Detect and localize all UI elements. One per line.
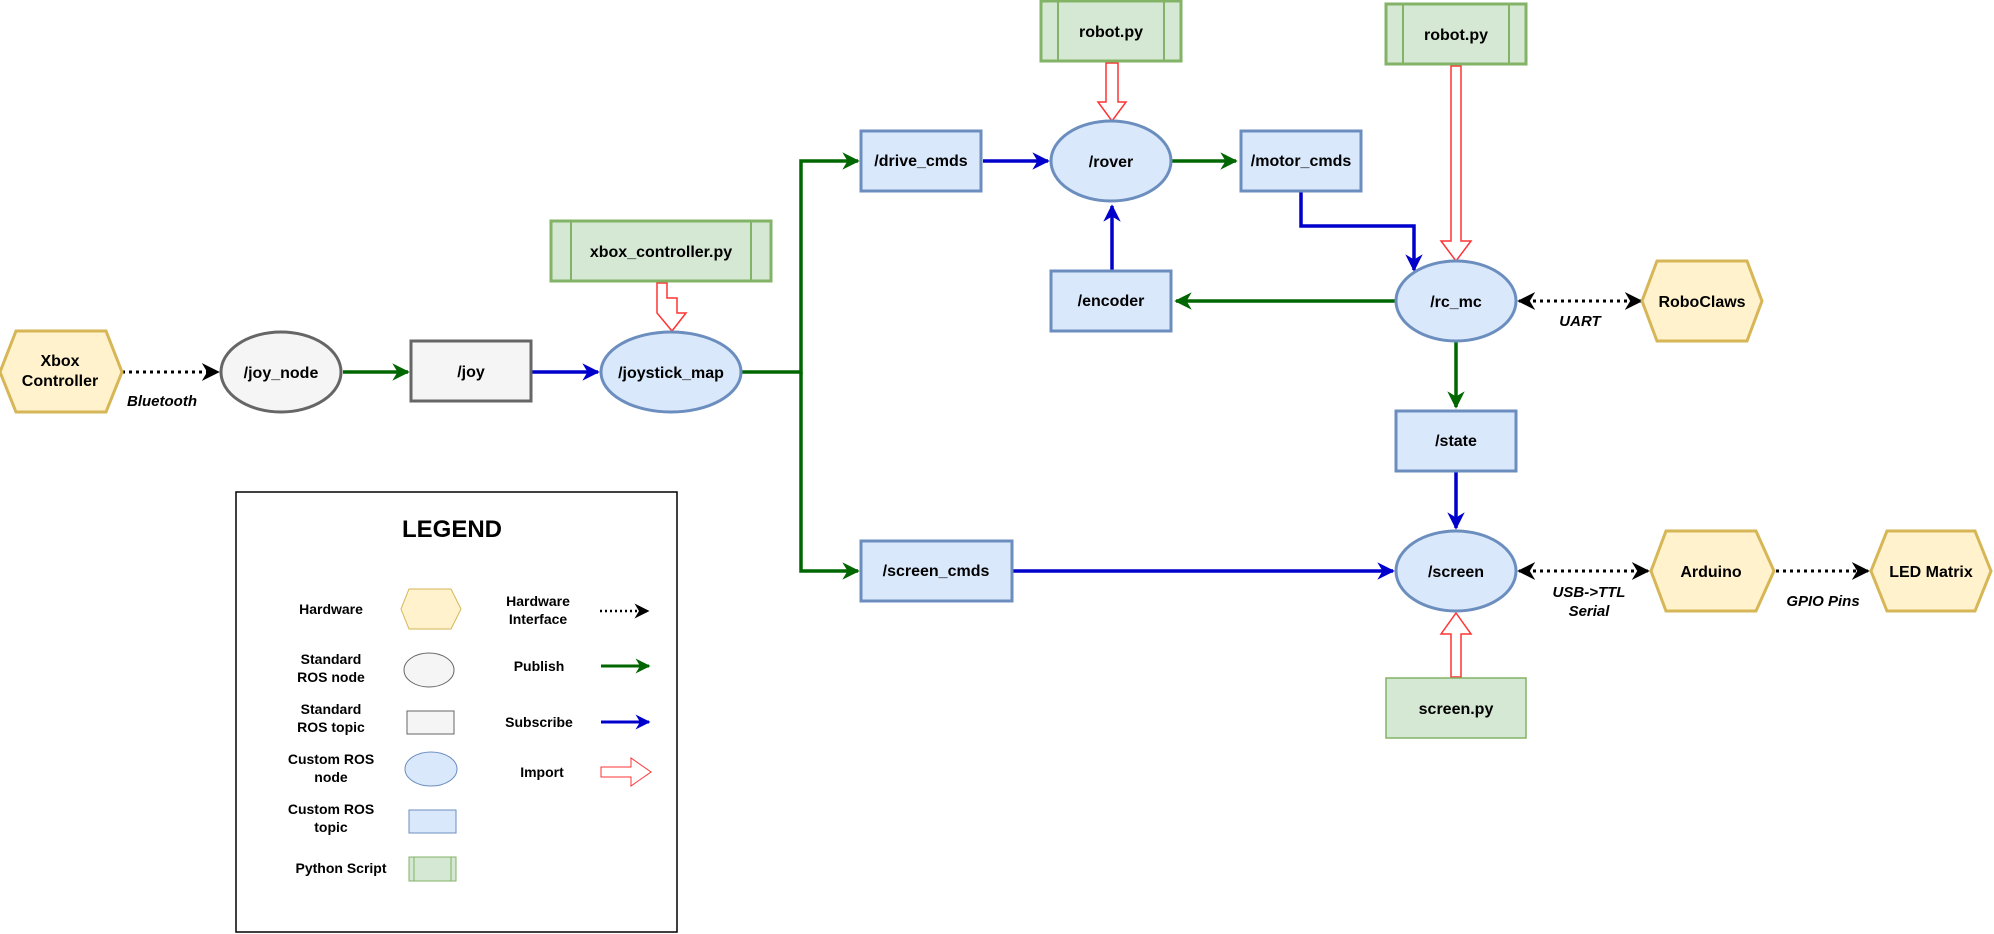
led-matrix-node: LED Matrix: [1869, 529, 1993, 613]
roboclaws-label: RoboClaws: [1658, 294, 1745, 311]
import-robot-py-rc-mc: [1439, 65, 1473, 263]
legend: LEGEND Hardware Standard ROS node Standa…: [235, 491, 678, 933]
import-xbox-controller-py: [656, 282, 688, 333]
legend-custom-topic-label-2: topic: [314, 819, 348, 835]
xbox-controller-node: Xbox Controller: [0, 329, 124, 414]
svg-text:Controller: Controller: [22, 373, 98, 390]
legend-custom-topic-label-1: Custom ROS: [288, 801, 374, 817]
import-robot-py-rover: [1096, 62, 1128, 123]
legend-custom-node-label-1: Custom ROS: [288, 751, 374, 767]
rover-node: /rover: [1049, 119, 1173, 203]
encoder-label: /encoder: [1078, 293, 1145, 310]
joystick-map-node: /joystick_map: [599, 330, 743, 414]
roboclaws-node: RoboClaws: [1640, 259, 1764, 343]
legend-standard-node-label-1: Standard: [301, 651, 362, 667]
usb-ttl-label-2: Serial: [1569, 603, 1611, 620]
bluetooth-label: Bluetooth: [127, 393, 197, 410]
legend-hardware-swatch: [400, 588, 462, 630]
legend-hw-interface-label-1: Hardware: [506, 593, 570, 609]
legend-subscribe-label: Subscribe: [505, 714, 573, 730]
robot-py-script-rc-mc: robot.py: [1384, 2, 1528, 66]
rover-label: /rover: [1089, 154, 1133, 171]
legend-publish-label: Publish: [514, 658, 565, 674]
screen-py-label: screen.py: [1419, 701, 1494, 718]
screen-node: /screen: [1394, 529, 1518, 613]
legend-standard-topic-label-1: Standard: [301, 701, 362, 717]
screen-py-script: screen.py: [1385, 677, 1527, 739]
screen-cmds-label: /screen_cmds: [883, 563, 990, 580]
usb-ttl-label-1: USB->TTL: [1553, 584, 1626, 601]
joy-node-label: /joy_node: [244, 365, 319, 382]
subscribe-motor-cmds-to-rc-mc: [1299, 192, 1423, 272]
motor-cmds-label: /motor_cmds: [1251, 153, 1352, 170]
joy-node: /joy_node: [219, 330, 343, 414]
xbox-controller-py-label: xbox_controller.py: [590, 244, 732, 261]
legend-python-script-swatch: [408, 856, 457, 882]
drive-cmds-label: /drive_cmds: [874, 153, 967, 170]
rc-mc-label: /rc_mc: [1430, 294, 1482, 311]
joystick-map-label: /joystick_map: [618, 365, 724, 382]
state-label: /state: [1435, 433, 1477, 450]
legend-custom-topic-swatch: [408, 809, 457, 834]
xbox-controller-py-script: xbox_controller.py: [549, 219, 773, 283]
legend-custom-node-label-2: node: [314, 769, 348, 785]
import-screen-py: [1439, 611, 1473, 678]
gpio-label: GPIO Pins: [1786, 593, 1859, 610]
legend-standard-node-label-2: ROS node: [297, 669, 365, 685]
svg-text:Xbox: Xbox: [40, 353, 79, 370]
publish-joystick-map-to-screen-cmds: [799, 372, 860, 580]
arduino-node: Arduino: [1649, 529, 1776, 613]
uart-label: UART: [1559, 313, 1602, 330]
legend-standard-topic-swatch: [406, 710, 455, 735]
screen-cmds-topic: /screen_cmds: [859, 539, 1014, 603]
legend-import-label: Import: [520, 764, 564, 780]
legend-standard-node-swatch: [403, 652, 455, 688]
joy-topic: /joy: [409, 339, 533, 403]
joy-topic-label: /joy: [457, 364, 485, 381]
legend-custom-node-swatch: [404, 751, 458, 787]
xbox-controller-label-line-1: Xbox: [40, 353, 79, 370]
publish-joystick-map-to-drive-cmds: [742, 152, 860, 374]
xbox-controller-label-line-2: Controller: [22, 373, 98, 390]
arduino-label: Arduino: [1680, 564, 1742, 581]
robot-py-label-2: robot.py: [1424, 27, 1488, 44]
robot-py-label-1: robot.py: [1079, 24, 1143, 41]
drive-cmds-topic: /drive_cmds: [859, 129, 983, 193]
led-matrix-label: LED Matrix: [1889, 564, 1973, 581]
legend-title: LEGEND: [402, 516, 502, 543]
legend-standard-topic-label-2: ROS topic: [297, 719, 365, 735]
encoder-topic: /encoder: [1049, 269, 1173, 333]
legend-hardware-label: Hardware: [299, 601, 363, 617]
legend-import-swatch: [600, 757, 652, 787]
state-topic: /state: [1394, 409, 1518, 473]
legend-python-script-label: Python Script: [295, 860, 386, 876]
rc-mc-node: /rc_mc: [1394, 259, 1518, 343]
robot-py-script-rover: robot.py: [1039, 0, 1183, 63]
legend-hw-interface-label-2: Interface: [509, 611, 568, 627]
screen-label: /screen: [1428, 564, 1484, 581]
motor-cmds-topic: /motor_cmds: [1239, 129, 1363, 193]
